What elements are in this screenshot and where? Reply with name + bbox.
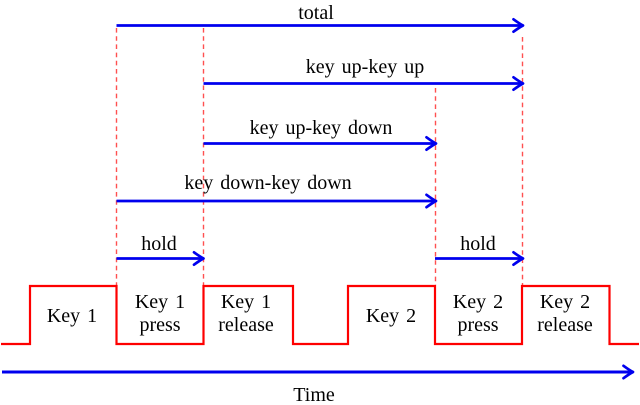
signal-label-key2-release-line2: release: [537, 314, 593, 336]
signal-label-key2-line: Key 2: [365, 305, 417, 327]
signal-label-key2-press-line1: Key 2: [452, 291, 504, 313]
signal-label-key2-release-line1: Key 2: [539, 291, 591, 313]
signal-label-key2-press: Key 2 press: [453, 291, 503, 337]
signal-label-key1-release-line2: release: [218, 314, 274, 336]
signal-waveform: [1, 284, 639, 346]
signal-label-key1-press-line1: Key 1: [134, 291, 186, 313]
hold-1-arrow-label: hold: [141, 233, 177, 255]
signal-label-key2-release: Key 2 release: [537, 291, 593, 337]
signal-label-key1-release-line1: Key 1: [220, 291, 272, 313]
signal-label-key1-press-line2: press: [139, 314, 181, 336]
signal-label-key2: Key 2: [366, 305, 416, 328]
signal-label-key2-press-line2: press: [457, 314, 499, 336]
hold-2-arrow-label: hold: [460, 233, 496, 255]
signal-label-key1: Key 1: [47, 305, 97, 328]
total-arrow-label: total: [298, 2, 334, 24]
signal-label-key1-release: Key 1 release: [218, 291, 274, 337]
key-up-key-up-arrow-label: key up-key up: [305, 56, 425, 78]
time-axis-label: Time: [293, 384, 335, 405]
key-up-key-down-arrow-label: key up-key down: [249, 117, 393, 139]
signal-label-key1-line: Key 1: [46, 305, 98, 327]
key-down-key-down-arrow-label: key down-key down: [184, 172, 352, 194]
signal-label-key1-press: Key 1 press: [135, 291, 185, 337]
